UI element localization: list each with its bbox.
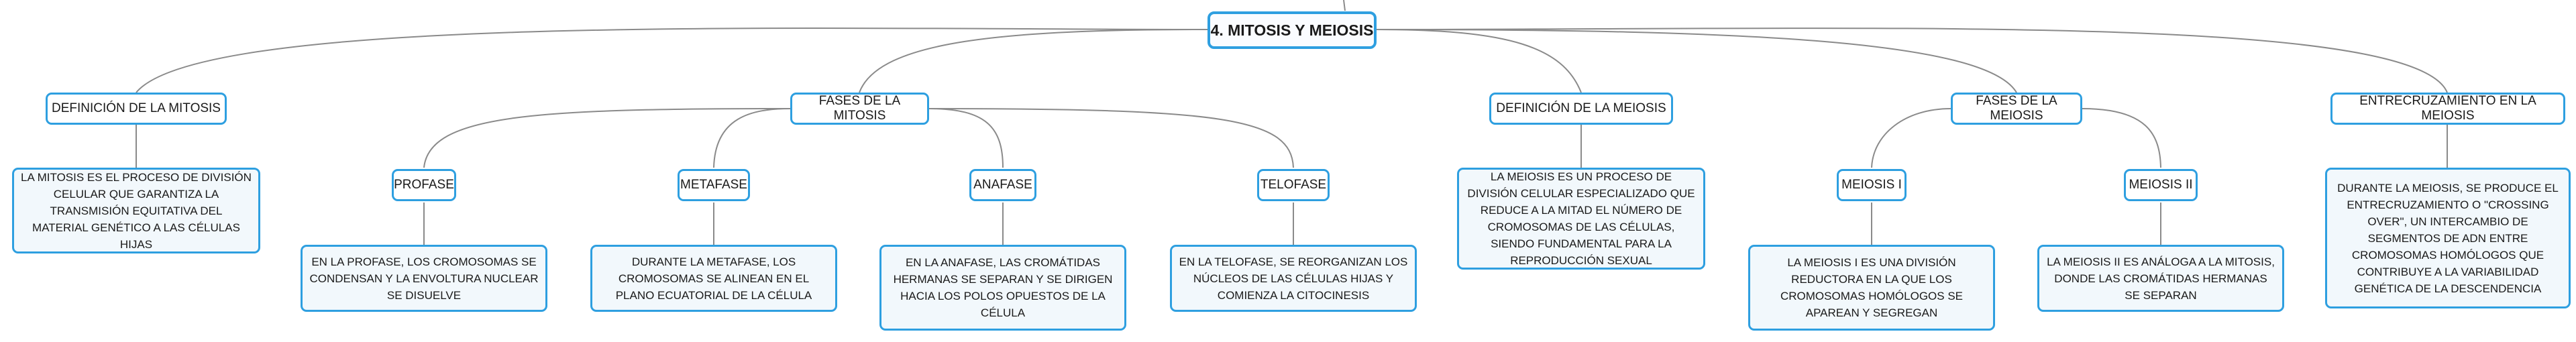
connector-fases-meiosis1 <box>1871 108 1951 168</box>
desc-metafase[interactable]: DURANTE LA METAFASE, LOS CROMOSOMAS SE A… <box>590 245 837 312</box>
node-telofase[interactable]: TELOFASE <box>1257 169 1330 201</box>
connector-fases-anafase <box>928 108 1004 168</box>
connector-fases-profase <box>423 108 791 168</box>
node-fases-meiosis[interactable]: FASES DE LA MEIOSIS <box>1951 93 2082 125</box>
desc-profase[interactable]: EN LA PROFASE, LOS CROMOSOMAS SE CONDENS… <box>301 245 547 312</box>
connector-root-fases-meiosis <box>1376 29 2017 93</box>
desc-definicion-meiosis[interactable]: LA MEIOSIS ES UN PROCESO DE DIVISIÓN CEL… <box>1457 168 1705 270</box>
connector-root-up <box>1343 0 1346 11</box>
connector-fases-metafase <box>713 108 791 168</box>
connector-root-entrecruzamiento <box>1376 27 2448 93</box>
desc-entrecruzamiento[interactable]: DURANTE LA MEIOSIS, SE PRODUCE EL ENTREC… <box>2325 168 2571 308</box>
connector-root-def-mitosis <box>136 27 1208 93</box>
node-profase[interactable]: PROFASE <box>392 169 456 201</box>
desc-definicion-mitosis[interactable]: LA MITOSIS ES EL PROCESO DE DIVISIÓN CEL… <box>12 168 260 253</box>
node-entrecruzamiento[interactable]: ENTRECRUZAMIENTO EN LA MEIOSIS <box>2330 93 2565 125</box>
connector-root-fases-mitosis <box>859 29 1208 93</box>
node-meiosis-i[interactable]: MEIOSIS I <box>1837 169 1907 201</box>
node-fases-mitosis[interactable]: FASES DE LA MITOSIS <box>790 93 929 125</box>
desc-anafase[interactable]: EN LA ANAFASE, LAS CROMÁTIDAS HERMANAS S… <box>879 245 1126 331</box>
node-meiosis-ii[interactable]: MEIOSIS II <box>2124 169 2198 201</box>
connector-fases-telofase <box>928 108 1294 168</box>
connector-fases-meiosis2 <box>2082 108 2161 168</box>
desc-telofase[interactable]: EN LA TELOFASE, SE REORGANIZAN LOS NÚCLE… <box>1170 245 1417 312</box>
node-anafase[interactable]: ANAFASE <box>969 169 1036 201</box>
connector-root-def-meiosis <box>1376 29 1582 93</box>
node-definicion-mitosis[interactable]: DEFINICIÓN DE LA MITOSIS <box>46 93 227 125</box>
node-metafase[interactable]: METAFASE <box>678 169 750 201</box>
desc-meiosis-ii[interactable]: LA MEIOSIS II ES ANÁLOGA A LA MITOSIS, D… <box>2037 245 2284 312</box>
root-node[interactable]: 4. MITOSIS Y MEIOSIS <box>1208 11 1377 49</box>
desc-meiosis-i[interactable]: LA MEIOSIS I ES UNA DIVISIÓN REDUCTORA E… <box>1748 245 1995 331</box>
node-definicion-meiosis[interactable]: DEFINICIÓN DE LA MEIOSIS <box>1489 93 1673 125</box>
